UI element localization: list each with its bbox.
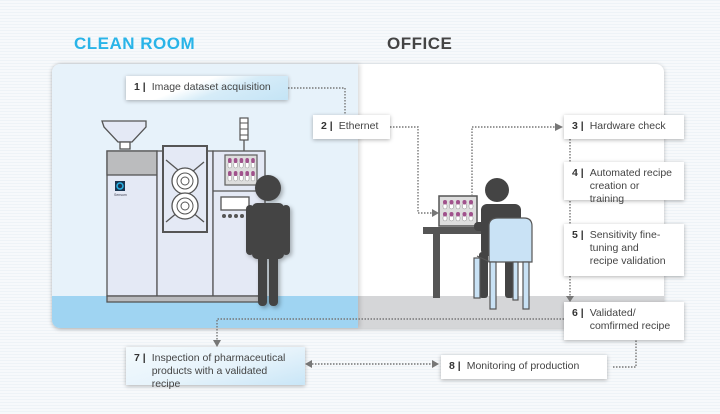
capsule-icon: [456, 200, 460, 205]
step-number: 6 |: [572, 307, 584, 319]
capsule-icon: [449, 212, 454, 217]
sensum-logo-icon: [115, 181, 125, 191]
step-3-hardware-check: 3 | Hardware check: [564, 115, 684, 139]
desk-leg: [433, 234, 440, 298]
step-7-inspection-of-products: 7 | Inspection of pharmaceutical product…: [126, 347, 305, 390]
hopper-icon: [101, 120, 147, 143]
step-label: Hardware check: [589, 120, 666, 132]
step-label: Inspection of pharmaceutical products wi…: [151, 352, 286, 390]
drum-top-icon: [171, 167, 199, 195]
arrow-right-icon: [432, 360, 439, 368]
office-title: OFFICE: [387, 34, 453, 53]
capsule-icon: [462, 200, 467, 205]
capsule-icon: [251, 158, 255, 163]
capsule-icon: [228, 171, 232, 176]
capsule-icon: [469, 212, 473, 217]
control-screen: [220, 196, 250, 211]
step-5-sensitivity-fine-tuning: 5 | Sensitivity fine-tuning and recipe v…: [564, 224, 684, 276]
step-1-image-dataset-acquisition: 1 | Image dataset acquisition: [126, 76, 288, 100]
step-number: 7 |: [134, 352, 146, 364]
brand-label: Sensum: [114, 193, 127, 197]
step-label: Automated recipe creation or training: [589, 167, 673, 205]
capsule-icon: [443, 212, 447, 217]
step-label: Ethernet: [338, 120, 379, 132]
capsule-icon: [251, 171, 255, 176]
capsule-icon: [239, 158, 244, 163]
capsule-icon: [228, 158, 232, 163]
capsule-icon: [449, 200, 454, 205]
inspection-machine-illustration: [101, 117, 266, 303]
capsule-icon: [469, 200, 473, 205]
step-number: 8 |: [449, 360, 461, 372]
desk-top: [423, 227, 528, 234]
chair-icon: [473, 217, 533, 310]
step-number: 2 |: [321, 120, 333, 132]
step-number: 1 |: [134, 81, 146, 93]
step-label: Sensitivity fine-tuning and recipe valid…: [589, 229, 666, 267]
step-number: 3 |: [572, 120, 584, 132]
capsule-grid: [227, 158, 255, 182]
capsule-icon: [245, 158, 249, 163]
arrow-right-icon: [432, 209, 439, 217]
step-6-validated-recipe: 6 | Validated/ comfirmed recipe: [564, 302, 684, 340]
clean-room-title: CLEAN ROOM: [74, 34, 196, 53]
control-buttons: [222, 214, 244, 218]
office-desk-illustration: [423, 178, 533, 310]
capsule-icon: [443, 200, 447, 205]
capsule-icon: [233, 158, 238, 163]
arrow-left-icon: [305, 360, 312, 368]
step-label: Monitoring of production: [466, 360, 580, 372]
machine-base: [106, 295, 266, 303]
arrow-down-icon: [213, 340, 221, 347]
step-4-automated-recipe-creation: 4 | Automated recipe creation or trainin…: [564, 162, 684, 205]
step-number: 4 |: [572, 167, 584, 179]
flow-connectors: [216, 87, 637, 368]
step-8-monitoring-of-production: 8 | Monitoring of production: [441, 355, 607, 379]
drum-bottom-icon: [171, 192, 199, 220]
arrow-right-icon: [555, 123, 563, 131]
capsule-icon: [462, 212, 467, 217]
capsule-icon: [245, 171, 249, 176]
capsule-icon: [456, 212, 460, 217]
step-label: Validated/ comfirmed recipe: [589, 307, 671, 332]
step-label: Image dataset acquisition: [151, 81, 271, 93]
arrow-down-icon: [566, 296, 574, 302]
step-2-ethernet: 2 | Ethernet: [313, 115, 390, 139]
capsule-icon: [233, 171, 238, 176]
step-number: 5 |: [572, 229, 584, 241]
operator-figure-icon: [246, 175, 290, 306]
capsule-icon: [239, 171, 244, 176]
